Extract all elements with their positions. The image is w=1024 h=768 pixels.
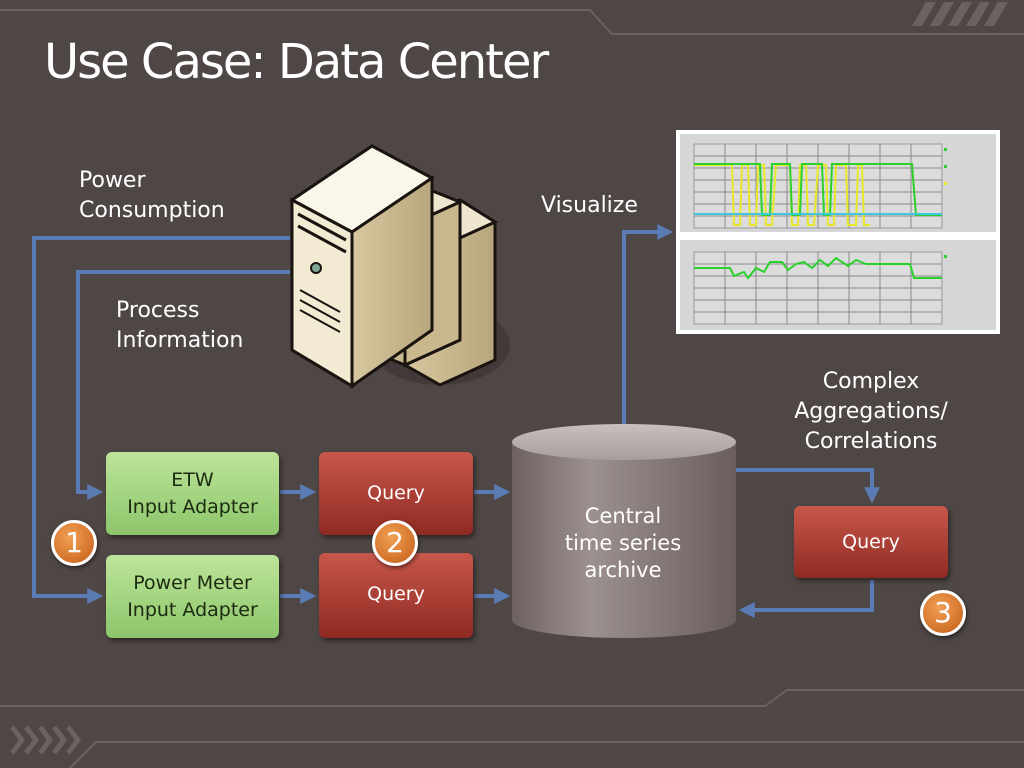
arrow-archive-to-visualize [622, 224, 674, 428]
label-line: Process [116, 298, 200, 323]
arrow-query3-to-archive [738, 580, 874, 618]
visualization-charts [676, 130, 1000, 334]
arrow-power-to-power-meter [32, 236, 290, 604]
step-badge-1: 1 [51, 520, 97, 566]
label-line: Information [116, 328, 244, 353]
adapter-line: Input Adapter [127, 495, 258, 518]
etw-input-adapter[interactable]: ETW Input Adapter [106, 452, 279, 535]
adapter-line: Input Adapter [127, 598, 258, 621]
archive-cylinder [512, 424, 736, 638]
frame-decoration [0, 9, 1024, 768]
archive-line: time series [564, 531, 682, 555]
query-box-2[interactable]: Query [319, 553, 473, 638]
archive-line: Central [584, 504, 662, 528]
step-badge-2: 2 [372, 520, 418, 566]
chart-bottom [680, 240, 996, 330]
label-line: Power [79, 168, 146, 193]
page-title: Use Case: Data Center [44, 34, 549, 90]
chevrons-bottom [10, 725, 82, 755]
connectors [32, 224, 880, 618]
label-line: Consumption [79, 198, 225, 223]
label-process-information: Process Information [116, 296, 243, 356]
label-power-consumption: Power Consumption [79, 166, 225, 226]
query-box-3[interactable]: Query [794, 506, 948, 578]
series-green-2 [694, 256, 942, 280]
stripes-top [912, 2, 1008, 26]
archive-label: Central time series archive [530, 503, 716, 584]
archive-line: archive [584, 558, 662, 582]
query-label: Query [367, 583, 425, 605]
server-computer-icon [289, 144, 510, 389]
label-line: Correlations [804, 429, 938, 454]
query-label: Query [842, 530, 900, 553]
query-label: Query [367, 482, 425, 504]
label-visualize: Visualize [541, 193, 638, 218]
label-complex-aggregations: Complex Aggregations/ Correlations [780, 367, 962, 457]
adapter-line: Power Meter [133, 571, 252, 594]
adapter-line: ETW [171, 468, 214, 491]
power-meter-input-adapter[interactable]: Power Meter Input Adapter [106, 555, 279, 638]
step-badge-3: 3 [920, 590, 966, 636]
label-line: Complex [822, 369, 920, 394]
arrow-process-to-etw [76, 270, 290, 500]
label-line: Aggregations/ [794, 399, 948, 424]
arrow-archive-to-query3 [736, 468, 880, 504]
chart-top [680, 134, 996, 232]
